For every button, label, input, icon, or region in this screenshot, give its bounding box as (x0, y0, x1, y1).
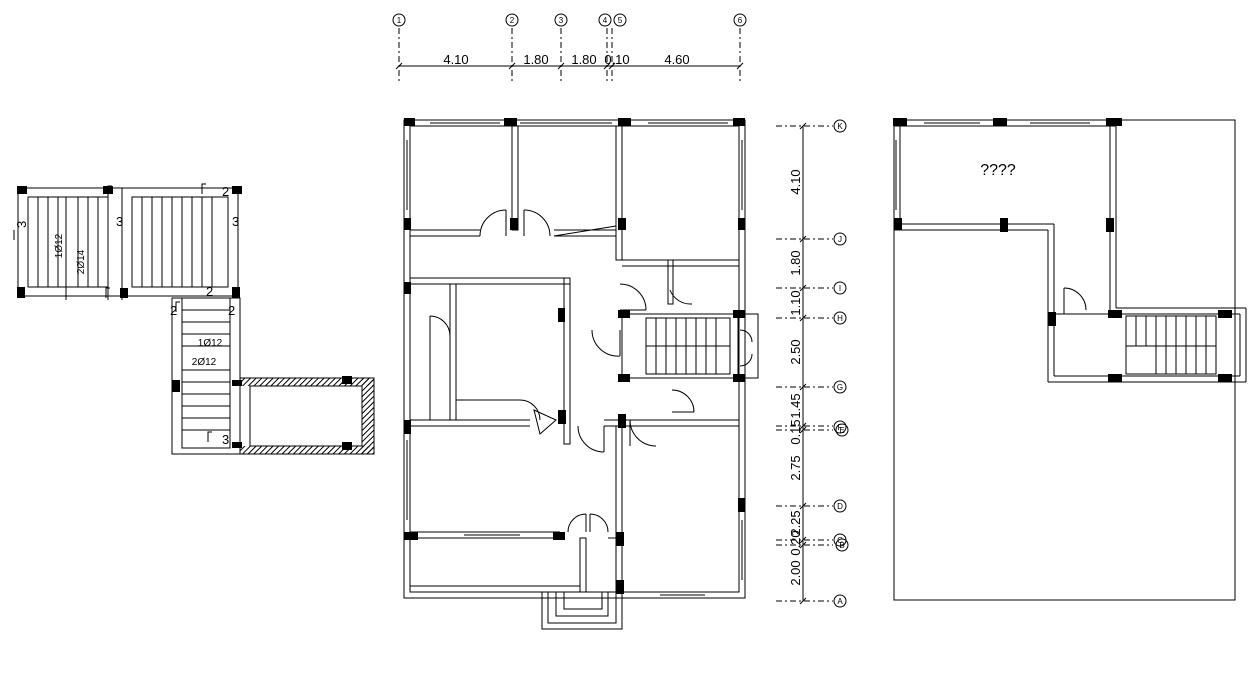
svg-text:K: K (837, 122, 843, 131)
dim-label-4-10: 4.10 (443, 52, 468, 67)
grid-bubble-5: 5 (613, 13, 627, 27)
dim-label-0-15-v: 0.15 (788, 419, 803, 444)
grid-bubble-H: H (833, 311, 847, 325)
dim-label-1-10-v: 1.10 (788, 290, 803, 315)
room-label: ???? (980, 162, 1016, 179)
grid-bubble-F: F (833, 420, 847, 434)
section-mark-7: 2 (228, 303, 235, 318)
section-mark-4: 3 (232, 214, 239, 229)
grid-bubble-3: 3 (554, 13, 568, 27)
rebar-label-3: 1Ø12 (198, 338, 223, 349)
svg-text:E: E (839, 426, 844, 435)
grid-bubble-J: J (833, 232, 847, 246)
grid-bubble-I: I (833, 281, 847, 295)
svg-text:2: 2 (510, 16, 515, 25)
svg-text:J: J (838, 235, 842, 244)
svg-text:I: I (839, 284, 841, 293)
section-mark-8: 3 (222, 432, 229, 447)
stair-structure-detail: 2 3 3 3 2 2 2 3 1Ø12 2Ø14 1Ø12 2Ø12 (13, 183, 375, 455)
svg-text:4: 4 (603, 16, 608, 25)
svg-text:B: B (839, 541, 844, 550)
grid-bubble-2: 2 (505, 13, 519, 27)
right-grid: K J I H G F E D C B A 4.10 1.80 1.10 2.5… (776, 119, 849, 608)
svg-text:F: F (838, 423, 843, 432)
dim-label-1-80-a: 1.80 (523, 52, 548, 67)
dim-label-2-75-v: 2.75 (788, 455, 803, 480)
grid-bubble-K: K (833, 119, 847, 133)
dim-label-1-80-v: 1.80 (788, 250, 803, 275)
grid-bubble-D: D (833, 499, 847, 513)
section-mark-3: 3 (116, 214, 123, 229)
grid-bubble-G: G (833, 380, 847, 394)
dim-label-1-45-v: 1.45 (788, 393, 803, 418)
dim-label-0-10: 0.10 (604, 52, 629, 67)
svg-text:3: 3 (559, 16, 564, 25)
section-mark-1: 2 (222, 184, 229, 199)
top-grid: 1 2 3 4 5 6 4.10 1.80 1.80 0.10 4.60 (392, 13, 747, 82)
dim-label-2-50-v: 2.50 (788, 339, 803, 364)
svg-text:H: H (837, 314, 843, 323)
dim-label-4-60: 4.60 (664, 52, 689, 67)
rebar-label-4: 2Ø12 (192, 357, 217, 368)
dim-label-2-00-v: 2.00 (788, 560, 803, 585)
dim-label-4-10-v: 4.10 (788, 169, 803, 194)
section-mark-5: 2 (206, 284, 213, 299)
main-floor-plan (403, 118, 759, 630)
svg-text:C: C (837, 536, 843, 545)
svg-text:A: A (837, 597, 843, 606)
svg-text:6: 6 (738, 16, 743, 25)
grid-bubble-4: 4 (598, 13, 612, 27)
dim-label-2-25-v: 2.25 (788, 510, 803, 535)
svg-text:G: G (837, 383, 843, 392)
section-mark-6: 2 (170, 303, 177, 318)
section-mark-2: 3 (14, 221, 29, 228)
svg-text:D: D (837, 502, 843, 511)
roof-plan: ???? (893, 118, 1247, 601)
dim-label-1-80-b: 1.80 (571, 52, 596, 67)
grid-bubble-1: 1 (392, 13, 406, 27)
rebar-label-2: 2Ø14 (76, 249, 87, 274)
grid-bubble-E: E (835, 423, 849, 437)
grid-bubble-A: A (833, 594, 847, 608)
rebar-label-1: 1Ø12 (54, 233, 65, 258)
svg-text:5: 5 (618, 16, 623, 25)
svg-text:1: 1 (397, 16, 402, 25)
dim-label-0-20-v: 0.20 (788, 530, 803, 555)
grid-bubble-B: B (835, 538, 849, 552)
grid-bubble-6: 6 (733, 13, 747, 27)
